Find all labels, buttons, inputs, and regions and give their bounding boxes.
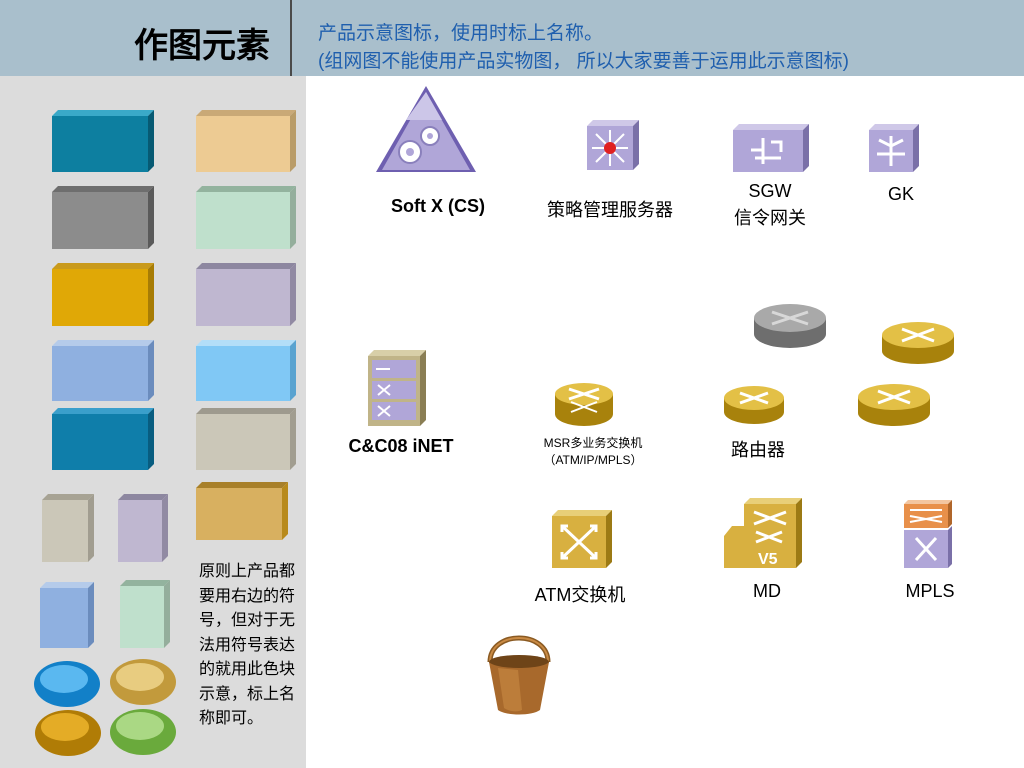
- msr-label-1: MSR多业务交换机: [543, 436, 643, 450]
- subtitle-line-1: 产品示意图标，使用时标上名称。: [318, 23, 604, 44]
- switch-cabinet-icon: [368, 350, 426, 426]
- router-gold-icon-2: [858, 384, 930, 426]
- mpls-label: MPLS: [905, 581, 955, 601]
- sgw-label-1: SGW: [748, 181, 792, 201]
- small-beige-block: [42, 494, 94, 562]
- policy-server-icon: [587, 120, 639, 170]
- color-block-legend: [34, 110, 296, 756]
- router-gray-icon: [754, 304, 826, 348]
- mpls-icon: [904, 500, 952, 568]
- atm-switch-icon: [552, 510, 612, 568]
- router-icon: [724, 386, 784, 424]
- msr-label-2: （ATM/IP/MPLS）: [543, 453, 643, 467]
- md-label: MD: [753, 581, 781, 601]
- teal-block-2: [52, 408, 154, 470]
- sky-block: [196, 340, 296, 401]
- usage-note: 原则上产品都要用右边的符号，但对于无法用符号表达的就用此色块示意，标上名称即可。: [199, 563, 296, 727]
- small-lavender-block: [118, 494, 168, 562]
- router-gold-icon-1: [882, 322, 954, 364]
- msr-router-icon: [555, 383, 613, 426]
- gold-block: [52, 263, 154, 326]
- gold-ellipse: [35, 710, 101, 756]
- page-title: 作图元素: [134, 27, 270, 65]
- small-blue-block: [40, 582, 94, 648]
- teal-block: [52, 110, 154, 172]
- header-divider: [290, 0, 292, 76]
- wheat-block: [196, 110, 296, 172]
- gk-label: GK: [887, 184, 914, 204]
- bucket-icon: [487, 635, 551, 715]
- green-ellipse: [110, 709, 176, 755]
- header-bar: [0, 0, 1024, 76]
- policy-server-label: 策略管理服务器: [547, 200, 673, 220]
- md-icon: V5: [724, 498, 802, 568]
- gray-beige-block: [196, 408, 296, 470]
- small-mint-block: [120, 580, 170, 648]
- mint-block: [196, 186, 296, 249]
- softx-label: Soft X (CS): [391, 196, 485, 216]
- cc08-label: C&C08 iNET: [348, 436, 454, 456]
- router-label: 路由器: [731, 440, 785, 460]
- atm-switch-label: ATM交换机: [534, 585, 626, 605]
- blue-block: [52, 340, 154, 401]
- signaling-gateway-icon: [733, 124, 809, 172]
- tan-block: [196, 482, 288, 540]
- sgw-label-2: 信令网关: [734, 208, 806, 228]
- gears-triangle-icon: [376, 86, 476, 172]
- blue-ellipse: [34, 661, 100, 707]
- gray-block: [52, 186, 154, 249]
- svg-text:V5: V5: [758, 551, 778, 568]
- subtitle-line-2: (组网图不能使用产品实物图， 所以大家要善于运用此示意图标): [318, 51, 849, 72]
- gatekeeper-icon: [869, 124, 919, 172]
- tan-ellipse: [110, 659, 176, 705]
- lavender-block: [196, 263, 296, 326]
